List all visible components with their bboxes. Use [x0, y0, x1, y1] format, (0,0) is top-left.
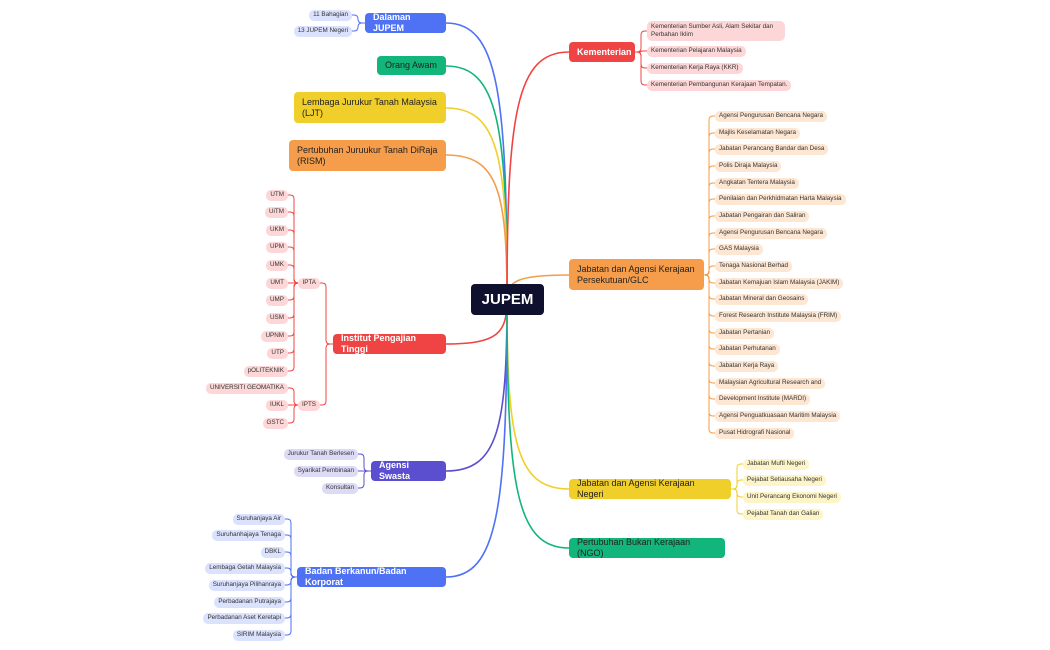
branch-rism[interactable]: Pertubuhan Juruukur Tanah DiRaja (RISM): [289, 140, 446, 171]
branch-kerajaan-negeri[interactable]: Jabatan dan Agensi Kerajaan Negeri: [569, 478, 731, 499]
kementerian-item[interactable]: Kementerian Pelajaran Malaysia: [647, 45, 746, 57]
edge-swasta-0: [357, 453, 372, 472]
ipts-item[interactable]: GSTC: [262, 417, 288, 429]
berkanun-item[interactable]: SIRIM Malaysia: [232, 629, 285, 641]
persekutuan-item[interactable]: Tenaga Nasional Berhad: [715, 260, 792, 272]
edge-negeri-3: [730, 488, 744, 515]
ipta-item[interactable]: UTM: [266, 189, 288, 201]
persekutuan-item[interactable]: Pusat Hidrografi Nasional: [715, 427, 795, 439]
branch-kementerian[interactable]: Kementerian: [569, 42, 635, 62]
persekutuan-item[interactable]: Development Institute (MARDI): [715, 393, 811, 405]
ipta-item[interactable]: UMK: [266, 259, 288, 271]
branch-institut-pengajian-tinggi[interactable]: Institut Pengajian Tinggi: [333, 333, 446, 354]
edge-center-orang-awam: [445, 65, 508, 301]
ipta-item[interactable]: pOLITEKNIK: [243, 365, 288, 377]
branch-dalaman-jupem[interactable]: Dalaman JUPEM: [365, 12, 446, 33]
berkanun-item[interactable]: Lembaga Getah Malaysia: [205, 562, 285, 574]
ipta-item[interactable]: UMT: [266, 277, 288, 289]
swasta-item[interactable]: Konsultan: [321, 482, 358, 494]
ipts-node[interactable]: IPTS: [298, 399, 320, 411]
edge-ipta-10: [287, 282, 302, 372]
persekutuan-item[interactable]: Jabatan Mineral dan Geosains: [715, 293, 809, 305]
ipta-node[interactable]: IPTA: [298, 277, 320, 289]
persekutuan-item[interactable]: Jabatan Kemajuan Islam Malaysia (JAKIM): [715, 277, 844, 289]
center-node[interactable]: JUPEM: [471, 284, 544, 315]
negeri-item[interactable]: Pejabat Setiausaha Negeri: [743, 474, 826, 486]
edge-ipt-0: [319, 282, 334, 345]
edge-dalaman-0: [351, 14, 366, 24]
branch-ngo[interactable]: Pertubuhan Bukan Kerajaan (NGO): [569, 537, 725, 558]
edge-center-ljt: [445, 107, 508, 301]
ipta-item[interactable]: UPM: [266, 241, 288, 253]
berkanun-item[interactable]: Perbadanan Putrajaya: [214, 596, 285, 608]
edge-persekutuan-8: [703, 248, 716, 276]
persekutuan-item[interactable]: Angkatan Tentera Malaysia: [715, 177, 799, 189]
persekutuan-item[interactable]: Polis Diraja Malaysia: [715, 160, 782, 172]
edge-center-rism: [445, 154, 508, 301]
edge-ipts-2: [287, 404, 302, 424]
edge-center-swasta: [445, 299, 508, 472]
kementerian-a-item[interactable]: Kementerian Sumber Asli, Alam Sekitar da…: [647, 21, 785, 41]
berkanun-item[interactable]: Suruhanjaya Pilihanraya: [208, 579, 285, 591]
ipta-item[interactable]: UiTM: [264, 206, 288, 218]
branch-agensi-swasta[interactable]: Agensi Swasta: [371, 460, 446, 481]
berkanun-item[interactable]: Perbadanan Aset Keretapi: [203, 612, 285, 624]
edge-center-ngo: [506, 299, 570, 549]
kementerian-item[interactable]: Kementerian Pembangunan Kerajaan Tempata…: [647, 79, 792, 91]
edge-persekutuan-9: [703, 265, 716, 276]
ipta-item[interactable]: UMP: [266, 294, 288, 306]
berkanun-item[interactable]: Suruhanjaya Air: [232, 513, 285, 525]
dalaman-item[interactable]: 13 JUPEM Negeri: [293, 25, 352, 37]
berkanun-item[interactable]: Suruhanhajaya Tenaga: [212, 529, 285, 541]
swasta-item[interactable]: Syarikat Pembinaan: [293, 465, 358, 477]
ipts-item[interactable]: IUKL: [266, 399, 288, 411]
kementerian-item[interactable]: Kementerian Kerja Raya (KKR): [647, 62, 743, 74]
edge-center-berkanun: [445, 299, 508, 578]
edge-persekutuan-19: [703, 274, 716, 434]
edge-swasta-2: [357, 470, 372, 489]
persekutuan-item[interactable]: Jabatan Kerja Raya: [715, 360, 779, 372]
negeri-item[interactable]: Jabatan Mufti Negeri: [743, 458, 810, 470]
persekutuan-item[interactable]: Agensi Pengurusan Bencana Negara: [715, 227, 827, 239]
edge-center-kementerian: [506, 51, 570, 301]
branch-orang-awam[interactable]: Orang Awam: [377, 56, 446, 75]
persekutuan-item[interactable]: Jabatan Pertanian: [715, 327, 775, 339]
ipta-item[interactable]: UTP: [267, 347, 288, 359]
ipta-item[interactable]: USM: [266, 312, 288, 324]
edge-kementerian-a-0: [634, 30, 648, 53]
berkanun-item[interactable]: DBKL: [260, 546, 285, 558]
persekutuan-item[interactable]: Penilaian dan Perkhidmatan Harta Malaysi…: [715, 193, 846, 205]
persekutuan-item[interactable]: Agensi Pengurusan Bencana Negara: [715, 110, 827, 122]
dalaman-item[interactable]: 11 Bahagian: [309, 9, 352, 21]
negeri-item[interactable]: Unit Perancang Ekonomi Negeri: [743, 491, 841, 503]
edge-berkanun-7: [284, 576, 298, 636]
persekutuan-item[interactable]: Agensi Penguatkuasaan Maritim Malaysia: [715, 410, 841, 422]
swasta-item[interactable]: Jurukur Tanah Berlesen: [283, 448, 358, 460]
ipta-item[interactable]: UPNM: [261, 330, 288, 342]
edge-center-negeri: [506, 299, 570, 490]
branch-badan-berkanun[interactable]: Badan Berkanun/Badan Korporat: [297, 566, 446, 587]
persekutuan-item[interactable]: GAS Malaysia: [715, 243, 763, 255]
edge-kementerian-b-2: [634, 51, 648, 86]
ipts-item[interactable]: UNIVERSITI GEOMATIKA: [205, 382, 288, 394]
persekutuan-item[interactable]: Majlis Keselamatan Negara: [715, 127, 800, 139]
persekutuan-item[interactable]: Malaysian Agricultural Research and: [715, 377, 826, 389]
persekutuan-item[interactable]: Forest Research Institute Malaysia (FRIM…: [715, 310, 842, 322]
persekutuan-item[interactable]: Jabatan Perhutanan: [715, 343, 780, 355]
persekutuan-item[interactable]: Jabatan Pengairan dan Saliran: [715, 210, 810, 222]
edge-ipt-1: [319, 343, 334, 406]
branch-ljt[interactable]: Lembaga Jurukur Tanah Malaysia (LJT): [294, 92, 446, 123]
ipta-item[interactable]: UKM: [266, 224, 288, 236]
branch-persekutuan-glc[interactable]: Jabatan dan Agensi Kerajaan Persekutuan/…: [569, 259, 704, 290]
edge-kementerian-b-0: [634, 50, 648, 53]
persekutuan-item[interactable]: Jabatan Perancang Bandar dan Desa: [715, 143, 829, 155]
negeri-item[interactable]: Pejabat Tanah dan Galian: [743, 508, 824, 520]
edge-dalaman-1: [351, 22, 366, 32]
